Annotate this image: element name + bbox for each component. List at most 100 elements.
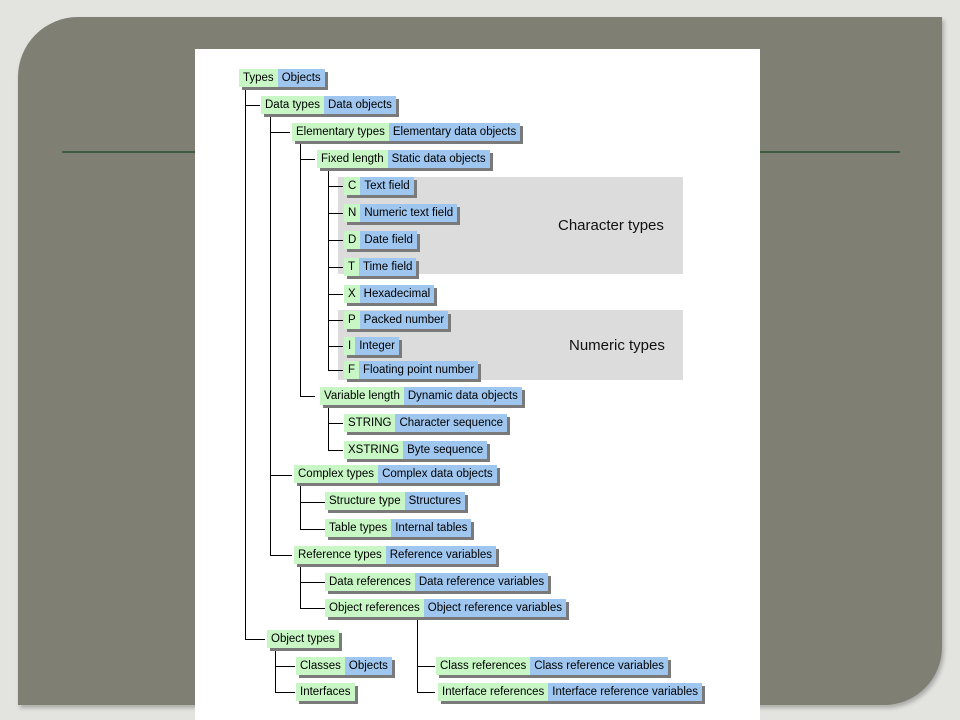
object-label: Time field xyxy=(359,258,417,276)
connector xyxy=(328,370,343,371)
object-label: Internal tables xyxy=(391,519,472,537)
object-label: Text field xyxy=(360,177,414,195)
connector xyxy=(300,582,325,583)
connector xyxy=(270,555,292,556)
object-label: Object reference variables xyxy=(423,599,566,617)
numeric-types-label: Numeric types xyxy=(569,337,665,354)
object-label: Hexadecimal xyxy=(359,285,435,303)
object-label: Data reference variables xyxy=(414,573,549,591)
type-label: Types xyxy=(239,69,278,87)
object-label: Integer xyxy=(355,337,400,355)
type-label: Interfaces xyxy=(296,683,355,701)
object-label: Byte sequence xyxy=(403,441,488,459)
connector xyxy=(270,116,271,556)
type-label: Complex types xyxy=(294,465,379,483)
object-label: Numeric text field xyxy=(360,204,458,222)
object-label: Floating point number xyxy=(359,361,479,379)
type-label: Object references xyxy=(325,599,424,617)
type-label: C xyxy=(344,177,361,195)
type-label: Reference types xyxy=(294,546,386,564)
connector xyxy=(300,566,301,609)
type-label: Data types xyxy=(261,96,324,114)
connector xyxy=(300,396,315,397)
type-label: P xyxy=(344,311,360,329)
object-label: Class reference variables xyxy=(530,657,669,675)
object-label: Dynamic data objects xyxy=(403,387,522,405)
connector xyxy=(275,692,295,693)
connector xyxy=(300,529,325,530)
connector xyxy=(417,692,435,693)
connector xyxy=(300,486,301,529)
type-label: Fixed length xyxy=(317,150,388,168)
connector xyxy=(275,666,295,667)
object-label: Objects xyxy=(344,657,392,675)
connector xyxy=(245,89,246,639)
connector xyxy=(328,186,343,187)
type-label: STRING xyxy=(344,414,396,432)
type-label: I xyxy=(344,337,356,355)
connector xyxy=(300,608,325,609)
object-label: Interface reference variables xyxy=(548,683,703,701)
connector xyxy=(270,132,290,133)
node-interfaces: Interfaces xyxy=(296,683,355,701)
connector xyxy=(300,159,315,160)
type-label: Class references xyxy=(436,657,531,675)
type-label: Variable length xyxy=(320,387,404,405)
connector xyxy=(300,502,325,503)
type-label: X xyxy=(344,285,360,303)
connector xyxy=(328,407,329,450)
type-label: T xyxy=(344,258,360,276)
object-label: Static data objects xyxy=(387,150,490,168)
connector xyxy=(417,619,418,692)
type-label: Elementary types xyxy=(292,123,389,141)
connector xyxy=(328,346,343,347)
type-hierarchy-diagram: Character types Numeric types xyxy=(195,49,760,720)
connector xyxy=(328,267,343,268)
object-label: Elementary data objects xyxy=(388,123,521,141)
type-label: XSTRING xyxy=(344,441,404,459)
type-label: Table types xyxy=(325,519,392,537)
connector xyxy=(328,294,343,295)
character-types-label: Character types xyxy=(558,217,664,234)
object-label: Data objects xyxy=(323,96,396,114)
object-label: Packed number xyxy=(359,311,449,329)
type-label: F xyxy=(344,361,360,379)
connector xyxy=(245,105,260,106)
object-label: Character sequence xyxy=(395,414,508,432)
type-label: Structure type xyxy=(325,492,405,510)
connector xyxy=(275,650,276,693)
connector xyxy=(328,423,343,424)
connector xyxy=(328,170,329,370)
type-label: Object types xyxy=(267,630,339,648)
connector xyxy=(245,639,265,640)
object-label: Objects xyxy=(277,69,325,87)
object-label: Date field xyxy=(360,231,417,249)
type-label: Classes xyxy=(296,657,345,675)
connector xyxy=(300,143,301,396)
connector xyxy=(417,666,435,667)
node-object-types: Object types xyxy=(267,630,339,648)
type-label: N xyxy=(344,204,361,222)
type-label: Interface references xyxy=(438,683,549,701)
